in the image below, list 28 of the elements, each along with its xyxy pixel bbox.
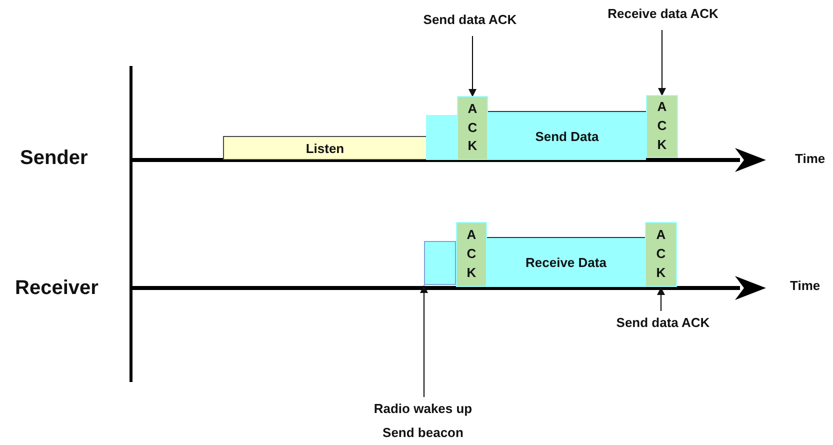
ack-box — [646, 95, 678, 158]
callout-text: Radio wakes up Send beacon — [372, 400, 474, 442]
arrow — [468, 36, 476, 97]
data-transfer-box — [487, 237, 645, 287]
radio-on-box — [426, 115, 457, 160]
beacon-box — [424, 241, 456, 285]
ack-box — [456, 222, 487, 287]
callout-text: Send data ACK — [616, 314, 710, 332]
ack-label: ACK — [656, 98, 668, 154]
arrow — [420, 285, 428, 398]
box-label: Listen — [306, 140, 344, 156]
lane-label: Sender — [20, 147, 88, 170]
ack-label: ACK — [466, 226, 478, 282]
data-transfer-box — [488, 111, 646, 160]
ack-box — [645, 222, 677, 287]
box-label: Receive Data — [526, 255, 606, 270]
callout-text: Receive data ACK — [608, 5, 718, 23]
box-label: Send Data — [535, 128, 599, 144]
axis-label: Time — [795, 151, 826, 166]
callout-text: Send data ACK — [423, 11, 517, 29]
listen-period-box — [223, 136, 427, 160]
arrow — [657, 287, 665, 312]
ack-label: ACK — [466, 100, 478, 156]
arrow — [658, 30, 666, 96]
ack-label: ACK — [655, 226, 667, 282]
ack-box — [457, 96, 488, 160]
lane-label: Receiver — [15, 277, 98, 300]
axis-label: Time — [790, 278, 820, 293]
